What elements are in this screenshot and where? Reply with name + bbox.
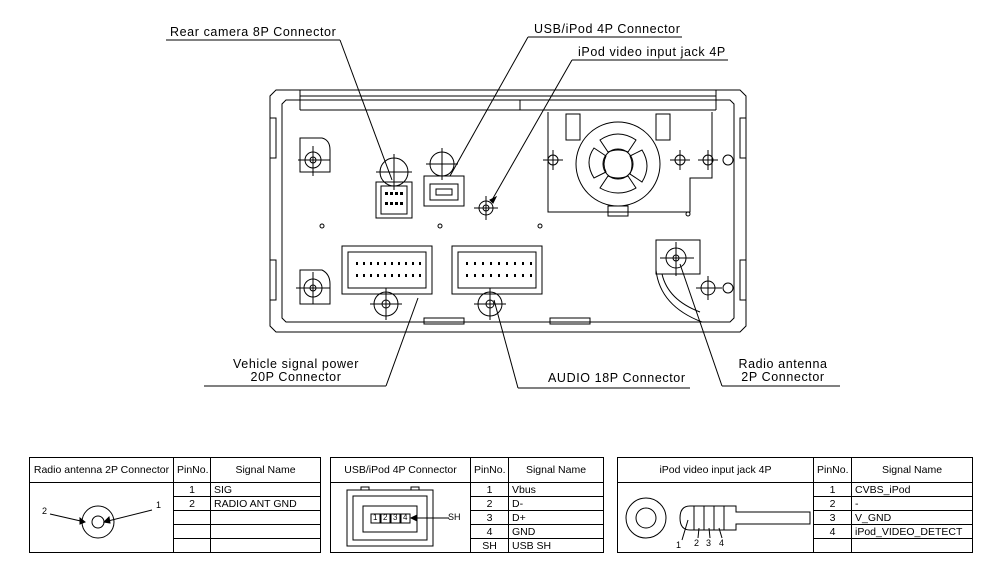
radio-col-pin: PinNo.	[173, 457, 211, 483]
usb-signal-cell: D+	[508, 510, 604, 525]
usb-fig-label-4: 4	[403, 513, 408, 522]
audio-18p-connector	[451, 245, 543, 320]
radio-pin-cell	[173, 538, 211, 553]
radio-signal-cell	[210, 510, 321, 525]
usb-col-signal: Signal Name	[508, 457, 604, 483]
radio-signal-cell: SIG	[210, 482, 321, 497]
ipod-pin-cell: 4	[813, 524, 852, 539]
radio-pin-cell	[173, 524, 211, 539]
callout-ipod-video: iPod video input jack 4P	[578, 45, 726, 59]
usb-pin-cell: SH	[470, 538, 509, 553]
ipod-fig-label-2: 2	[694, 538, 700, 548]
usb-signal-cell: USB SH	[508, 538, 604, 553]
usb-fig-label-1: 1	[373, 513, 378, 522]
ipod-signal-cell: -	[851, 496, 973, 511]
radio-antenna-pin-table: Radio antenna 2P Connector PinNo. Signal…	[29, 457, 321, 553]
usb-fig-label-2: 2	[383, 513, 388, 522]
usb-pin-cell: 2	[470, 496, 509, 511]
callout-audio: AUDIO 18P Connector	[548, 371, 686, 385]
rear-panel-drawing	[166, 36, 840, 389]
radio-table-title: Radio antenna 2P Connector	[29, 457, 174, 483]
callout-vehicle-signal: Vehicle signal power 20P Connector	[226, 358, 366, 384]
leader-lines	[166, 36, 840, 389]
ipod-signal-cell: iPod_VIDEO_DETECT	[851, 524, 973, 539]
usb-fig-label-sh: SH	[448, 512, 461, 522]
ipod-signal-cell: V_GND	[851, 510, 973, 525]
ipod-col-pin: PinNo.	[813, 457, 852, 483]
callout-radio-line1: Radio antenna	[738, 357, 828, 371]
ipod-pin-cell: 3	[813, 510, 852, 525]
rear-camera-8p-connector	[375, 154, 413, 219]
radio-signal-cell	[210, 538, 321, 553]
radio-fig-label-1: 1	[156, 500, 162, 510]
ipod-table-title: iPod video input jack 4P	[617, 457, 814, 483]
chassis-outline	[269, 89, 747, 333]
usb-table-title: USB/iPod 4P Connector	[330, 457, 471, 483]
radio-antenna-2p-connector	[655, 239, 703, 323]
usb-signal-cell: GND	[508, 524, 604, 539]
ipod-video-pin-table: iPod video input jack 4P PinNo. Signal N…	[617, 457, 973, 553]
radio-col-signal: Signal Name	[210, 457, 321, 483]
callout-usb-ipod: USB/iPod 4P Connector	[534, 22, 681, 36]
ipod-signal-cell: CVBS_iPod	[851, 482, 973, 497]
radio-signal-cell: RADIO ANT GND	[210, 496, 321, 511]
ipod-fig-label-3: 3	[706, 538, 712, 548]
usb-fig-label-3: 3	[393, 513, 398, 522]
ipod-signal-cell	[851, 538, 973, 553]
radio-pin-cell: 2	[173, 496, 211, 511]
vehicle-signal-power-20p-connector	[341, 245, 433, 320]
callout-vehicle-line1: Vehicle signal power	[233, 357, 359, 371]
callout-radio-line2: 2P Connector	[741, 370, 825, 384]
ipod-fig-label-4: 4	[719, 538, 725, 548]
fan-housing	[543, 112, 713, 217]
usb-pin-cell: 1	[470, 482, 509, 497]
usb-pin-cell: 4	[470, 524, 509, 539]
radio-signal-cell	[210, 524, 321, 539]
usb-signal-cell: Vbus	[508, 482, 604, 497]
callout-rear-camera: Rear camera 8P Connector	[170, 25, 337, 39]
radio-pin-cell	[173, 510, 211, 525]
ipod-fig-label-1: 1	[676, 540, 682, 550]
usb-ipod-4p-connector	[423, 148, 465, 207]
ipod-col-signal: Signal Name	[851, 457, 973, 483]
callout-vehicle-line2: 20P Connector	[250, 370, 342, 384]
ipod-video-jack	[474, 196, 498, 220]
usb-connector-figure: 1 2 3 4 SH	[330, 482, 471, 553]
usb-signal-cell: D-	[508, 496, 604, 511]
ipod-pin-cell: 2	[813, 496, 852, 511]
radio-pin-cell: 1	[173, 482, 211, 497]
callout-radio-antenna: Radio antenna 2P Connector	[728, 358, 838, 384]
ipod-pin-cell	[813, 538, 852, 553]
ipod-jack-figure: 1 2 3 4	[617, 482, 814, 553]
usb-ipod-pin-table: USB/iPod 4P Connector PinNo. Signal Name…	[330, 457, 604, 553]
ipod-pin-cell: 1	[813, 482, 852, 497]
usb-col-pin: PinNo.	[470, 457, 509, 483]
radio-connector-figure: 2 1	[29, 482, 174, 553]
radio-fig-label-2: 2	[42, 506, 48, 516]
usb-pin-cell: 3	[470, 510, 509, 525]
